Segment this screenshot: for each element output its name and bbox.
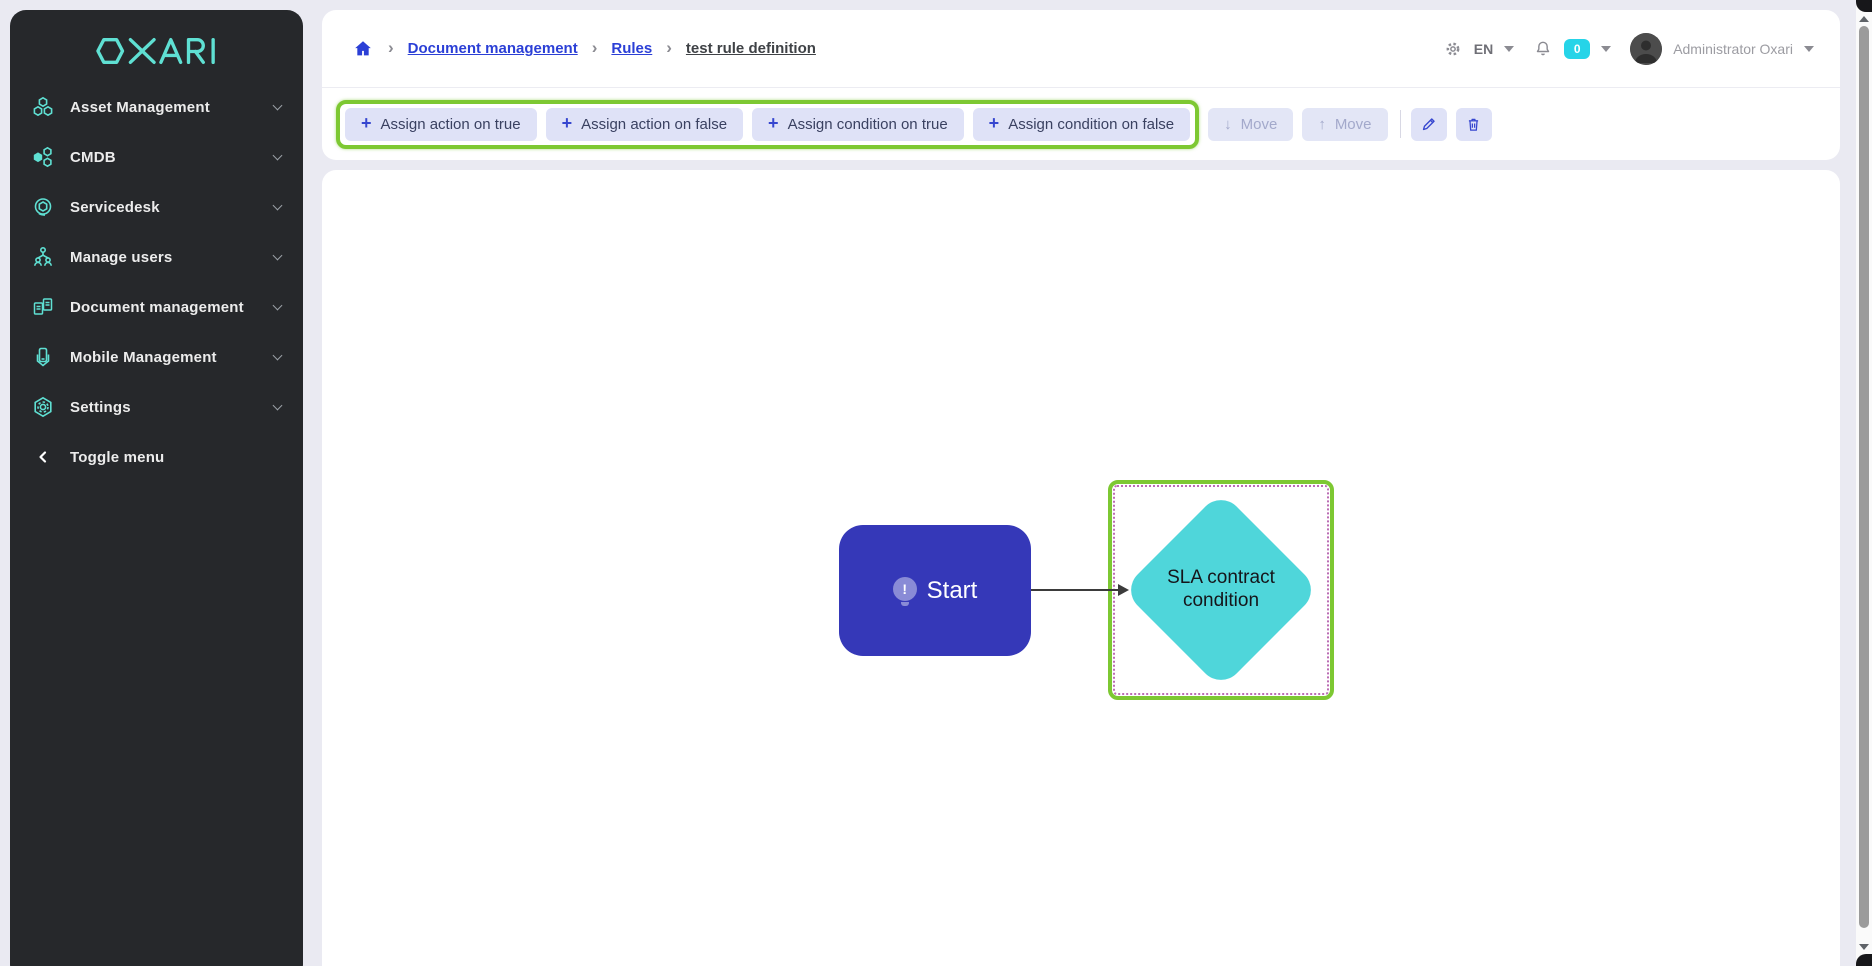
scroll-down-arrow-icon[interactable] bbox=[1859, 944, 1869, 950]
chevron-down-icon bbox=[272, 200, 283, 211]
breadcrumb-link-rules[interactable]: Rules bbox=[611, 40, 653, 57]
start-node-label: Start bbox=[926, 576, 978, 604]
vertical-scrollbar[interactable] bbox=[1856, 0, 1872, 966]
notification-badge[interactable]: 0 bbox=[1564, 38, 1591, 59]
language-selector[interactable]: EN bbox=[1473, 40, 1494, 57]
assign-buttons-group: + Assign action on true + Assign action … bbox=[336, 99, 1200, 149]
sidebar-item-cmdb[interactable]: CMDB bbox=[10, 132, 303, 182]
edit-button[interactable] bbox=[1410, 107, 1447, 141]
sidebar-item-settings[interactable]: Settings bbox=[10, 382, 303, 432]
window-corner-bottom-right bbox=[1856, 954, 1872, 966]
breadcrumb-row: › Document management › Rules › test rul… bbox=[322, 10, 1840, 88]
avatar[interactable] bbox=[1630, 32, 1663, 65]
pencil-icon bbox=[1422, 117, 1435, 130]
sidebar-item-manage-users[interactable]: Manage users bbox=[10, 232, 303, 282]
sidebar-item-label: Document management bbox=[70, 298, 244, 316]
button-label: Move bbox=[1334, 115, 1372, 133]
toolbar: + Assign action on true + Assign action … bbox=[322, 88, 1840, 160]
condition-node[interactable] bbox=[1122, 491, 1320, 689]
header-card: › Document management › Rules › test rul… bbox=[322, 10, 1840, 160]
breadcrumb: › Document management › Rules › test rul… bbox=[352, 38, 816, 60]
plus-icon: + bbox=[768, 113, 779, 133]
sidebar-item-label: Asset Management bbox=[70, 98, 210, 116]
sidebar-item-mobile-management[interactable]: Mobile Management bbox=[10, 332, 303, 382]
sidebar-item-label: Manage users bbox=[70, 248, 173, 266]
chevron-down-icon bbox=[272, 300, 283, 311]
nodes-icon bbox=[30, 144, 56, 170]
scroll-up-arrow-icon[interactable] bbox=[1859, 16, 1869, 22]
plus-icon: + bbox=[561, 113, 573, 133]
rule-canvas[interactable]: ! Start SLA contract condition bbox=[322, 170, 1840, 966]
sidebar-menu: Asset Management CMDB bbox=[10, 82, 303, 482]
button-label: Assign condition on false bbox=[1008, 115, 1175, 133]
bulb-icon: ! bbox=[892, 576, 917, 606]
language-caret-icon[interactable] bbox=[1504, 45, 1515, 52]
breadcrumb-current: test rule definition bbox=[685, 40, 816, 57]
plus-icon: + bbox=[361, 113, 372, 133]
selected-node-outline: SLA contract condition bbox=[1108, 480, 1334, 700]
trash-icon bbox=[1468, 118, 1479, 131]
assign-action-on-true-button[interactable]: + Assign action on true bbox=[345, 107, 537, 141]
breadcrumb-link-document-management[interactable]: Document management bbox=[407, 40, 578, 57]
headset-icon bbox=[30, 194, 56, 220]
move-up-button[interactable]: ↑ Move bbox=[1302, 107, 1388, 141]
sidebar-item-label: Settings bbox=[70, 398, 131, 416]
sidebar-item-servicedesk[interactable]: Servicedesk bbox=[10, 182, 303, 232]
sidebar-item-document-management[interactable]: Document management bbox=[10, 282, 303, 332]
window-corner-top-right bbox=[1856, 0, 1872, 12]
flow-connector-arrow bbox=[1031, 584, 1129, 596]
button-label: Assign condition on true bbox=[787, 115, 948, 133]
user-name: Administrator Oxari bbox=[1673, 40, 1793, 57]
header-actions: EN 0 Administrator Ox bbox=[1443, 32, 1814, 65]
hexagons-cluster-icon bbox=[30, 94, 56, 120]
oxari-logo-icon bbox=[95, 38, 215, 64]
documents-icon bbox=[30, 294, 56, 320]
gear-hexagon-icon bbox=[30, 394, 56, 420]
org-chart-icon bbox=[30, 244, 56, 270]
chevron-down-icon bbox=[272, 400, 283, 411]
oxari-logo: OXARI bbox=[10, 10, 303, 70]
start-node[interactable]: ! Start bbox=[839, 525, 1031, 656]
scrollbar-thumb[interactable] bbox=[1859, 26, 1869, 928]
button-label: Assign action on true bbox=[380, 115, 521, 133]
bell-icon[interactable] bbox=[1533, 39, 1553, 59]
toolbar-divider bbox=[1399, 110, 1401, 138]
button-label: Move bbox=[1240, 115, 1278, 133]
sidebar-item-label: Mobile Management bbox=[70, 348, 217, 366]
arrow-up-icon: ↑ bbox=[1318, 115, 1326, 133]
assign-condition-on-false-button[interactable]: + Assign condition on false bbox=[972, 107, 1191, 141]
breadcrumb-separator: › bbox=[666, 37, 672, 57]
delete-button[interactable] bbox=[1455, 107, 1492, 141]
home-icon[interactable] bbox=[352, 38, 374, 60]
gear-icon[interactable] bbox=[1443, 39, 1463, 59]
chevron-down-icon bbox=[272, 350, 283, 361]
sidebar-item-label: CMDB bbox=[70, 148, 116, 166]
move-down-button[interactable]: ↓ Move bbox=[1208, 107, 1294, 141]
sidebar-item-label: Servicedesk bbox=[70, 198, 160, 216]
chevron-down-icon bbox=[272, 150, 283, 161]
breadcrumb-separator: › bbox=[388, 37, 394, 57]
chevron-left-icon bbox=[30, 444, 56, 470]
sidebar-toggle-menu[interactable]: Toggle menu bbox=[10, 432, 303, 482]
assign-action-on-false-button[interactable]: + Assign action on false bbox=[545, 107, 744, 141]
phone-icon bbox=[30, 344, 56, 370]
plus-icon: + bbox=[988, 113, 1000, 133]
breadcrumb-separator: › bbox=[591, 37, 598, 57]
sidebar-item-asset-management[interactable]: Asset Management bbox=[10, 82, 303, 132]
user-menu-caret-icon[interactable] bbox=[1804, 45, 1814, 52]
chevron-down-icon bbox=[272, 100, 283, 111]
chevron-down-icon bbox=[272, 250, 283, 261]
arrow-down-icon: ↓ bbox=[1224, 115, 1232, 133]
assign-condition-on-true-button[interactable]: + Assign condition on true bbox=[752, 107, 964, 141]
notification-caret-icon[interactable] bbox=[1601, 45, 1612, 52]
toggle-menu-label: Toggle menu bbox=[70, 448, 165, 466]
button-label: Assign action on false bbox=[581, 115, 728, 133]
sidebar: OXARI As bbox=[10, 10, 303, 966]
